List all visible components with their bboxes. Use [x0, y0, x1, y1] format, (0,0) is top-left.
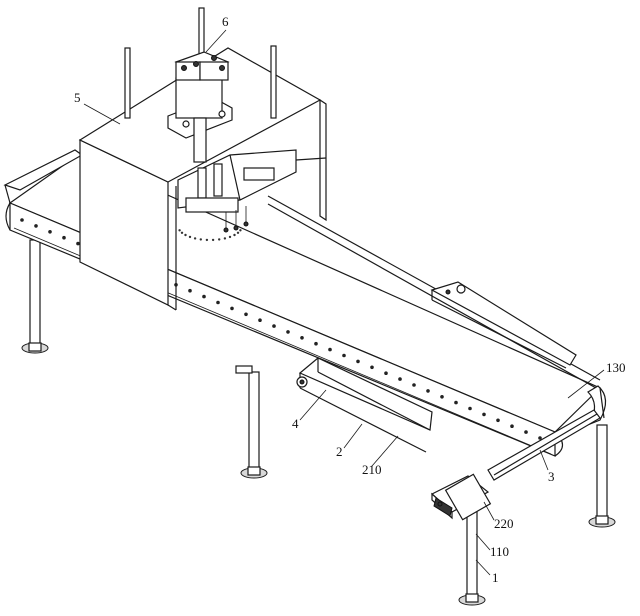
- front-guide-plate: [296, 357, 433, 453]
- rail-hole: [510, 424, 514, 429]
- leg-front-right: [458, 509, 486, 606]
- press-dot: [193, 237, 197, 240]
- label-2: 2: [336, 444, 343, 459]
- leg-middle-left: [235, 365, 268, 479]
- drive-shaft: [487, 409, 601, 481]
- press-dot: [236, 231, 240, 234]
- label-110: 110: [490, 544, 509, 559]
- rail-hole: [62, 235, 66, 240]
- rail-hole: [398, 377, 402, 381]
- rail-hole: [538, 436, 542, 440]
- rail-hole: [202, 294, 206, 299]
- press-dot: [180, 231, 184, 234]
- rail-hole: [300, 336, 304, 340]
- label-1: 1: [492, 570, 499, 585]
- rail-hole: [272, 324, 276, 328]
- rail-hole: [468, 406, 472, 411]
- rail-hole: [342, 353, 346, 358]
- press-dot: [228, 235, 232, 239]
- rail-hole: [34, 224, 38, 228]
- label-5: 5: [74, 90, 81, 105]
- press-dot: [218, 238, 221, 241]
- rail-hole: [524, 430, 528, 434]
- press-head: [177, 149, 327, 242]
- press-dot: [205, 238, 209, 242]
- rail-hole: [188, 288, 192, 293]
- drive-motor: [430, 473, 492, 521]
- rail-hole: [426, 389, 430, 393]
- rail-hole: [48, 230, 52, 234]
- rear-guide-plate: [430, 281, 577, 369]
- press-dot: [239, 229, 242, 232]
- rail-hole: [230, 306, 234, 311]
- rail-hole: [314, 341, 318, 346]
- rail-hole: [454, 400, 458, 405]
- press-cylinder: [167, 51, 233, 163]
- rail-hole: [20, 218, 24, 222]
- leader-lines: [83, 29, 605, 576]
- leg-rear-left: [21, 239, 49, 354]
- rail-hole: [258, 318, 262, 323]
- leg-rear-right: [588, 424, 616, 528]
- press-dot: [199, 238, 202, 241]
- press-dot: [188, 235, 192, 239]
- support-legs: [21, 239, 616, 606]
- press-dot: [178, 229, 181, 232]
- label-3: 3: [548, 469, 555, 484]
- press-dot: [223, 237, 227, 240]
- rail-hole: [440, 395, 444, 399]
- rail-hole: [356, 359, 360, 364]
- label-220: 220: [494, 516, 514, 531]
- press-dot: [233, 233, 236, 237]
- rail-hole: [244, 312, 248, 317]
- rail-hole: [482, 412, 486, 417]
- reference-numerals: 6 5 130 4 2 210 3 220 110 1: [74, 14, 626, 585]
- rail-hole: [370, 365, 374, 370]
- label-210: 210: [362, 462, 382, 477]
- label-130: 130: [606, 360, 626, 375]
- rail-hole: [384, 371, 388, 376]
- rail-hole: [76, 241, 80, 246]
- press-dot: [211, 238, 215, 242]
- rail-hole: [286, 330, 290, 334]
- rail-hole: [328, 347, 332, 352]
- rail-hole: [412, 383, 416, 387]
- label-4: 4: [292, 416, 299, 431]
- press-dot: [184, 233, 187, 237]
- rail-hole: [216, 300, 220, 305]
- rail-hole: [496, 418, 500, 423]
- label-6: 6: [222, 14, 229, 29]
